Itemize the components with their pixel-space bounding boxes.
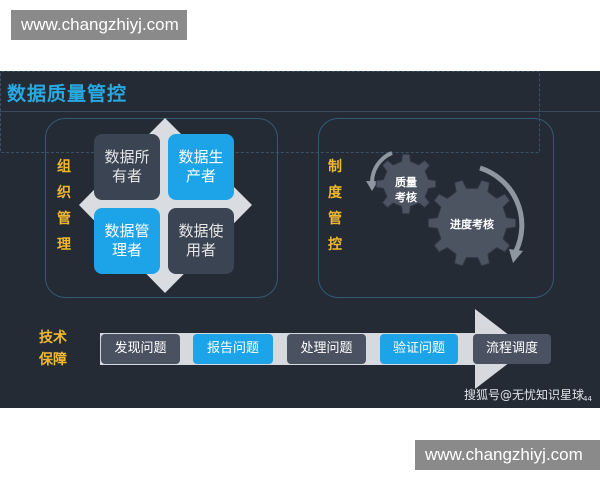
gear-group xyxy=(366,151,525,267)
org-label-char: 组 xyxy=(57,159,71,175)
slide: 数据质量管控 组 织 管 理 数据所 有者 数据生 产者 数据管 理者 数据使 … xyxy=(0,71,600,408)
system-label-char: 度 xyxy=(328,185,342,201)
system-control-panel xyxy=(318,118,554,298)
step-handle: 处理问题 xyxy=(287,334,366,364)
quadrant-data-owner: 数据所 有者 xyxy=(94,134,160,200)
watermark-top: www.changzhiyj.com xyxy=(11,10,187,40)
step-dispatch: 流程调度 xyxy=(473,334,551,364)
slide-title: 数据质量管控 xyxy=(7,83,128,105)
step-verify: 验证问题 xyxy=(380,334,458,364)
system-label-char: 制 xyxy=(328,159,342,175)
tech-support-panel xyxy=(0,71,540,153)
tech-label-line: 保障 xyxy=(39,352,67,368)
tech-label-line: 技术 xyxy=(39,330,67,346)
watermark-bottom: www.changzhiyj.com xyxy=(415,440,600,470)
title-divider xyxy=(0,111,600,112)
gear-icon xyxy=(427,179,517,267)
gear-label-quality: 质量 考核 xyxy=(395,176,417,204)
org-label-char: 理 xyxy=(57,237,71,253)
circular-arrow-icon xyxy=(369,151,393,184)
org-label-char: 织 xyxy=(57,185,71,201)
circular-arrow-icon xyxy=(509,249,523,263)
quadrant-data-producer: 数据生 产者 xyxy=(168,134,234,200)
step-report: 报告问题 xyxy=(193,334,273,364)
system-label-char: 管 xyxy=(328,211,342,227)
system-label: 制 度 管 控 xyxy=(326,154,344,258)
org-label: 组 织 管 理 xyxy=(55,154,73,258)
quadrant-data-user: 数据使 用者 xyxy=(168,208,234,274)
org-label-char: 管 xyxy=(57,211,71,227)
tech-label: 技术 保障 xyxy=(39,327,67,371)
circular-arrow-icon xyxy=(479,165,525,253)
gear-label-progress: 进度考核 xyxy=(450,218,494,231)
credit-subscript: 44 xyxy=(583,395,592,403)
gear-icon xyxy=(375,153,437,215)
system-label-char: 控 xyxy=(328,237,342,253)
quadrant-data-manager: 数据管 理者 xyxy=(94,208,160,274)
org-management-panel xyxy=(45,118,278,298)
credit-text: 搜狐号@无忧知识星球 xyxy=(464,388,585,402)
circular-arrow-icon xyxy=(366,181,378,191)
step-discover: 发现问题 xyxy=(101,334,180,364)
